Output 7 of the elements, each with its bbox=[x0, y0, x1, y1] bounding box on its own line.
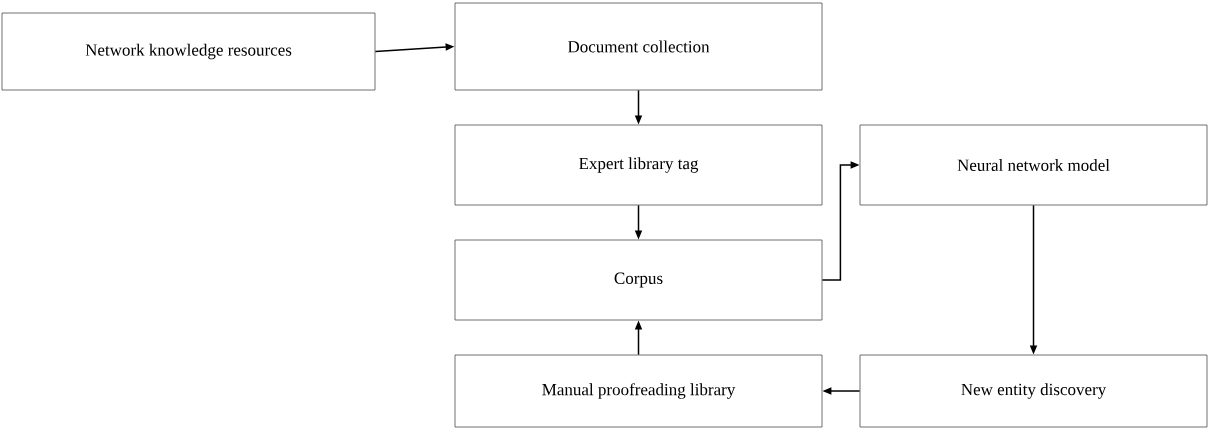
process-box: Corpus bbox=[454, 239, 823, 321]
process-box: Neural network model bbox=[859, 124, 1208, 206]
process-box: Document collection bbox=[454, 2, 823, 91]
process-box: Expert library tag bbox=[454, 124, 823, 206]
process-box: New entity discovery bbox=[859, 354, 1208, 428]
process-box: Network knowledge resources bbox=[1, 12, 376, 91]
process-box: Manual proofreading library bbox=[454, 354, 823, 428]
